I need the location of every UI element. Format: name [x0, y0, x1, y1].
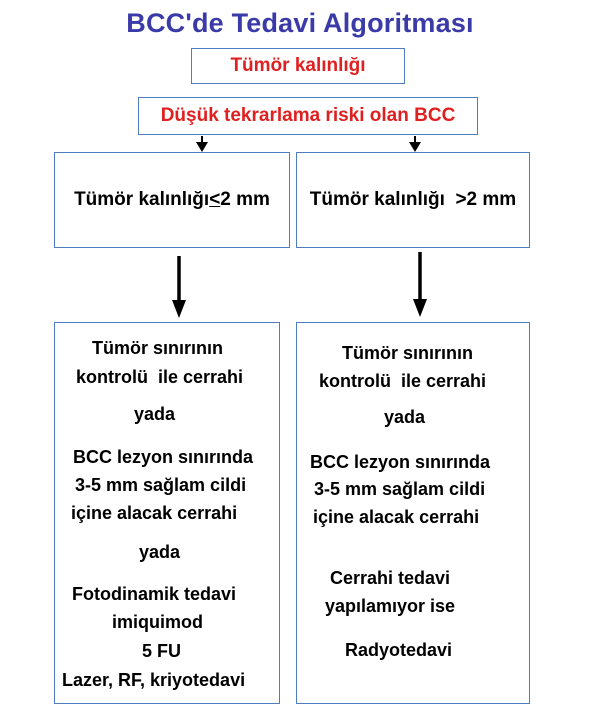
left-condition-operator: <: [209, 189, 221, 210]
left-line-6: içine alacak cerrahi: [71, 503, 238, 523]
risk-box: Düşük tekrarlama riski olan BCC: [138, 97, 478, 135]
arrowhead-left-long: [172, 300, 186, 318]
left-line-11: Lazer, RF, kriyotedavi: [62, 670, 246, 690]
left-treatment-box: [54, 322, 280, 704]
left-line-2: kontrolü ile cerrahi: [76, 367, 244, 387]
tumor-thickness-box: Tümör kalınlığı: [191, 48, 405, 84]
left-line-4: BCC lezyon sınırında: [73, 447, 254, 467]
left-condition-box: Tümör kalınlığı < 2 mm: [54, 152, 290, 248]
right-line-3: yada: [384, 407, 426, 427]
right-line-7: Cerrahi tedavi: [330, 568, 451, 588]
page-title: BCC'de Tedavi Algoritması: [126, 8, 474, 38]
right-line-4: BCC lezyon sınırında: [310, 452, 491, 472]
left-line-7: yada: [139, 542, 181, 562]
right-line-8: yapılamıyor ise: [325, 596, 456, 616]
right-line-9: Radyotedavi: [345, 640, 453, 660]
left-line-5: 3-5 mm sağlam cildi: [75, 475, 247, 495]
right-condition-box: Tümör kalınlığı >2 mm: [296, 152, 530, 248]
right-line-2: kontrolü ile cerrahi: [319, 371, 487, 391]
left-condition-prefix: Tümör kalınlığı: [74, 189, 210, 210]
right-line-6: içine alacak cerrahi: [313, 507, 480, 527]
arrowhead-right-long: [413, 299, 427, 317]
arrowhead-right-small: [409, 142, 421, 152]
tumor-thickness-label: Tümör kalınlığı: [230, 55, 366, 76]
left-condition-text: Tümör kalınlığı < 2 mm: [55, 153, 289, 247]
right-condition-text: Tümör kalınlığı >2 mm: [309, 189, 517, 210]
left-line-8: Fotodinamik tedavi: [72, 584, 237, 604]
left-line-1: Tümör sınırının: [92, 338, 224, 358]
risk-label: Düşük tekrarlama riski olan BCC: [160, 105, 456, 126]
right-treatment-box: [296, 322, 530, 704]
left-line-3: yada: [134, 404, 176, 424]
left-condition-suffix: 2 mm: [220, 189, 270, 210]
right-line-1: Tümör sınırının: [342, 343, 474, 363]
left-line-9: imiquimod: [112, 612, 203, 632]
arrowhead-left-small: [196, 142, 208, 152]
right-line-5: 3-5 mm sağlam cildi: [314, 479, 486, 499]
left-line-10: 5 FU: [142, 641, 182, 661]
